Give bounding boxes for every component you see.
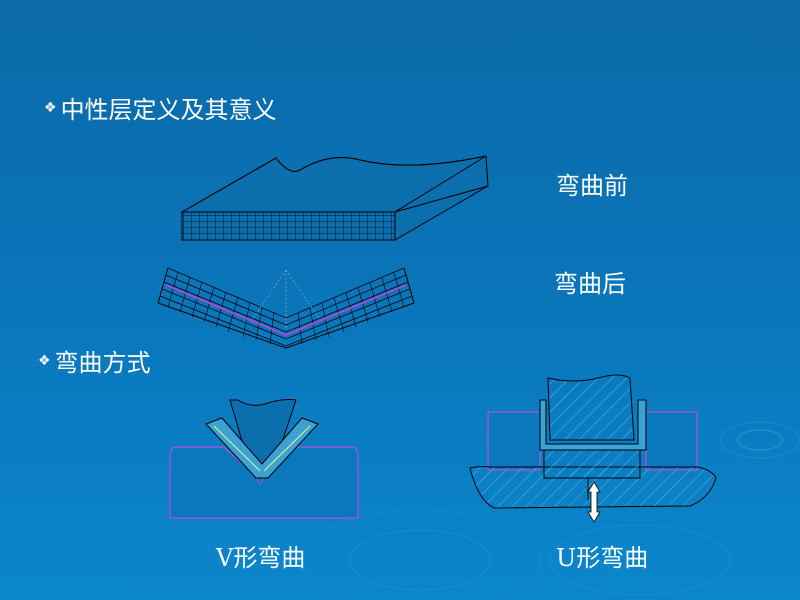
water-ripple-decoration (299, 421, 800, 600)
v-bend-die-illustration (169, 399, 359, 519)
diamond-bullet-icon: ❖ (44, 99, 57, 116)
flat-plate-illustration (180, 155, 489, 241)
heading-text: 中性层定义及其意义 (60, 96, 277, 124)
heading-neutral-layer: ❖ 中性层定义及其意义 (44, 90, 277, 125)
label-after-bending: 弯曲后 (554, 270, 626, 298)
caption-u-bend: U形弯曲 (556, 544, 649, 572)
heading-bending-methods: ❖ 弯曲方式 (38, 343, 151, 378)
heading-text: 弯曲方式 (54, 349, 151, 377)
diamond-bullet-icon: ❖ (38, 352, 51, 369)
u-bend-die-illustration (469, 374, 717, 523)
caption-v-bend: V形弯曲 (216, 544, 306, 572)
bent-plate-illustration (157, 267, 415, 349)
double-arrow-icon (587, 481, 601, 523)
label-before-bending: 弯曲前 (556, 172, 628, 200)
